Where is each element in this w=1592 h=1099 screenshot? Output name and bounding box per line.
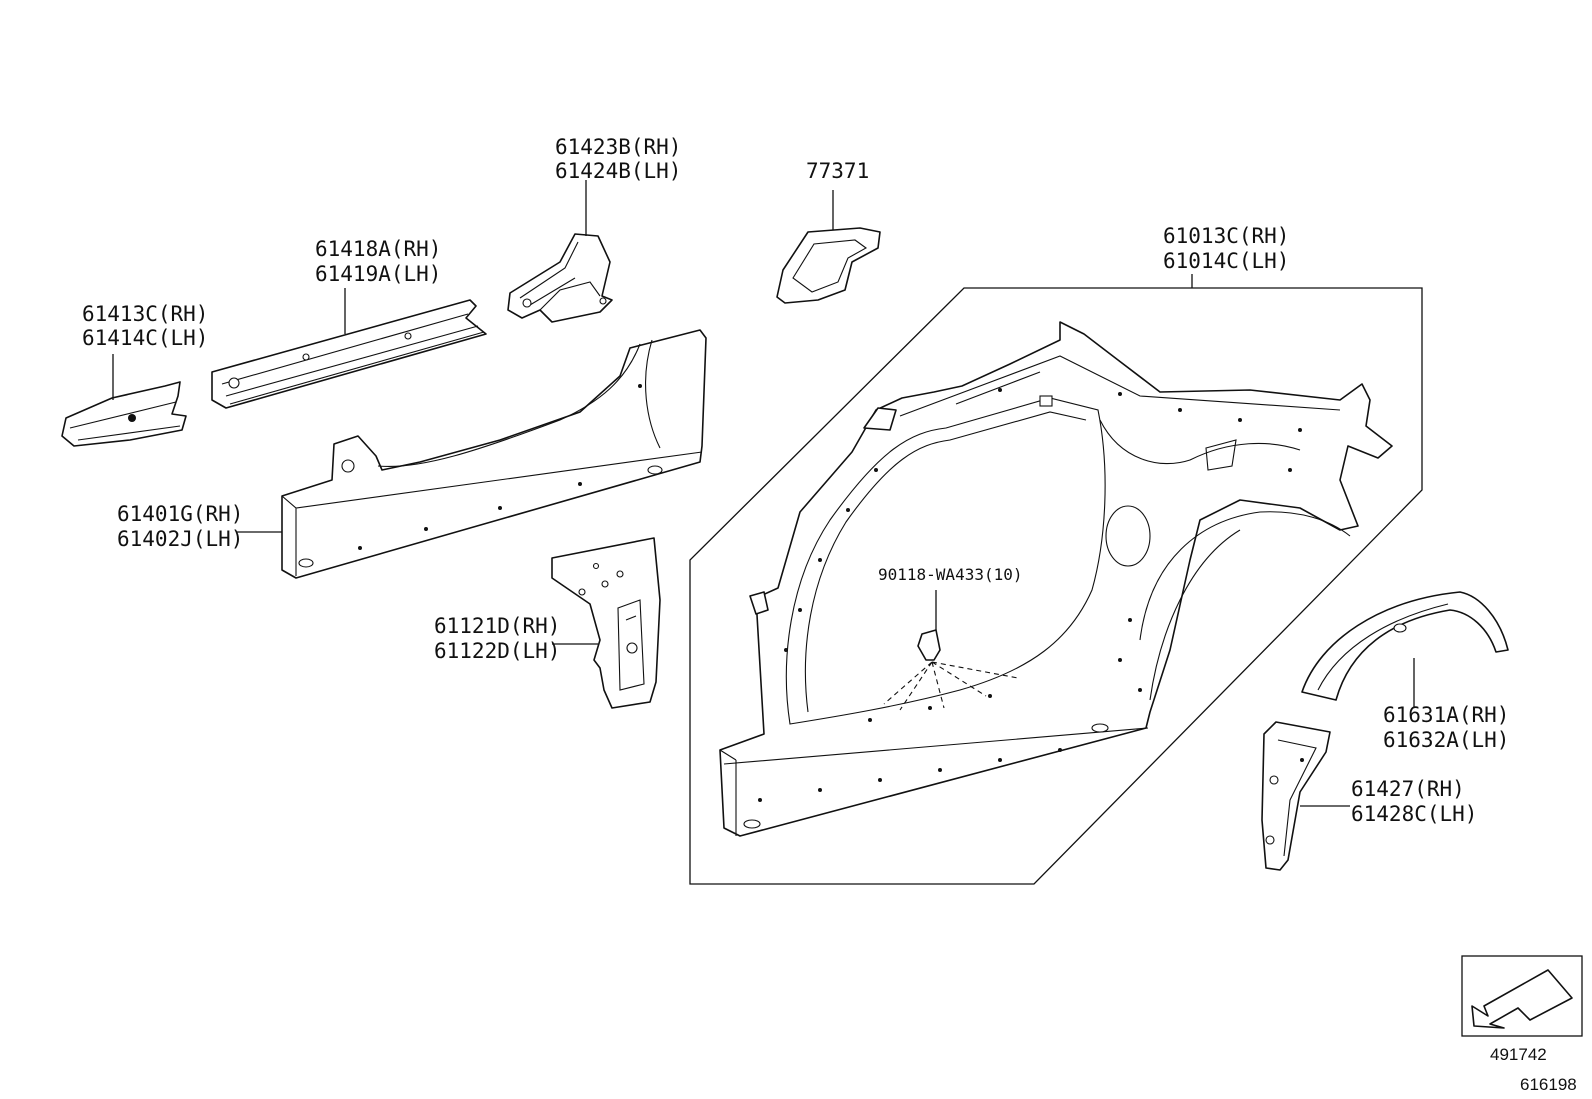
front-direction-arrow-icon (1471, 969, 1573, 1029)
label-61427-rh: 61427(RH) (1351, 777, 1465, 801)
label-61401-rh: 61401G(RH) (117, 502, 243, 526)
part-61631-wheelhouse (1301, 591, 1509, 701)
label-90118: 90118-WA433(10) (878, 565, 1023, 584)
drawing-id: 616198 (1520, 1075, 1577, 1094)
part-61401-rocker-panel (281, 329, 707, 579)
legend-box (1461, 955, 1583, 1037)
label-61013-lh: 61014C(LH) (1163, 249, 1289, 273)
part-61423-bracket (507, 233, 613, 323)
label-61121-lh: 61122D(LH) (434, 639, 560, 663)
label-61418-lh: 61419A(LH) (315, 262, 441, 286)
part-61013-side-outer-panel (719, 321, 1393, 837)
label-61401-lh: 61402J(LH) (117, 527, 243, 551)
label-61427-lh: 61428C(LH) (1351, 802, 1477, 826)
label-61631-rh: 61631A(RH) (1383, 703, 1509, 727)
part-61413-extension (61, 381, 187, 447)
label-61413-rh: 61413C(RH) (82, 302, 208, 326)
label-61423-lh: 61424B(LH) (555, 159, 681, 183)
part-77371-gusset (776, 227, 881, 304)
label-61418-rh: 61418A(RH) (315, 237, 441, 261)
label-61631-lh: 61632A(LH) (1383, 728, 1509, 752)
label-61423-rh: 61423B(RH) (555, 135, 681, 159)
legend-code: 491742 (1490, 1045, 1547, 1064)
part-61418-reinforcement (211, 299, 487, 409)
assembly-frame-61013 (689, 287, 1423, 885)
label-61013-rh: 61013C(RH) (1163, 224, 1289, 248)
part-61427-quarter-reinforcement (1261, 721, 1331, 871)
label-61413-lh: 61414C(LH) (82, 326, 208, 350)
label-77371: 77371 (806, 159, 869, 183)
part-61121-pillar-reinforcement (551, 537, 661, 709)
label-61121-rh: 61121D(RH) (434, 614, 560, 638)
